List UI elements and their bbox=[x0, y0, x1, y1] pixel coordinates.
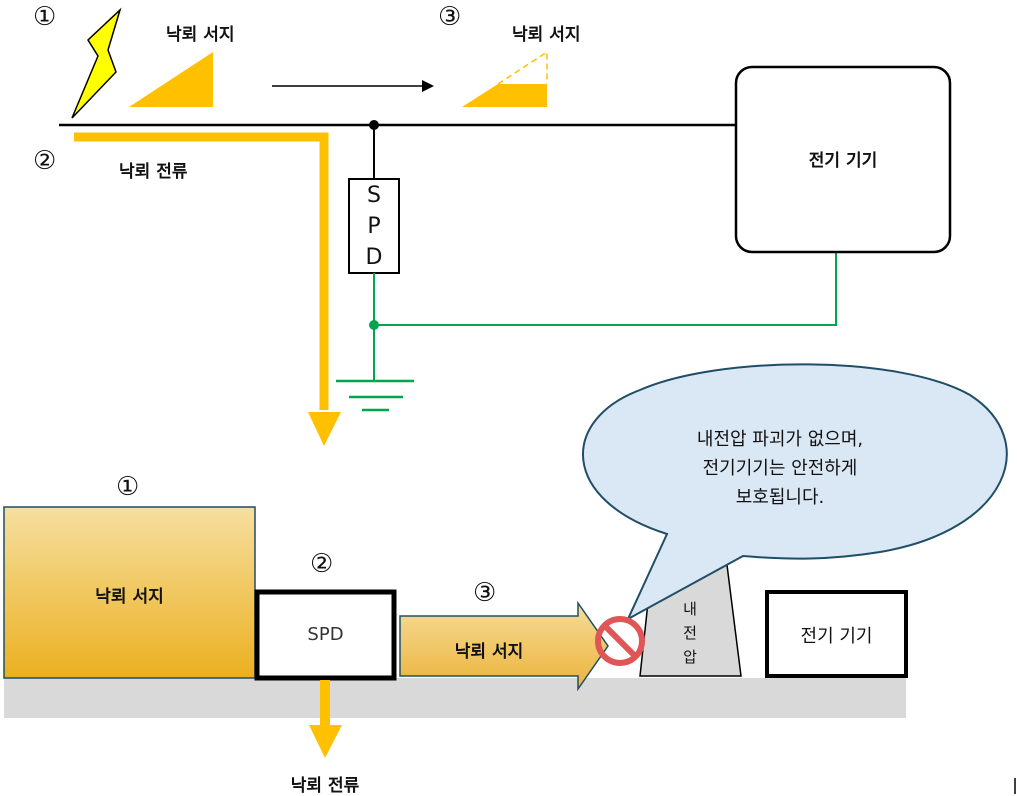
residual-surge-arrow bbox=[399, 600, 609, 692]
speech-line-3: 보호됩니다. bbox=[735, 487, 825, 508]
withstand-letter-2: 전 bbox=[683, 624, 697, 642]
equipment-box bbox=[734, 65, 952, 254]
spd-letter-s: S bbox=[367, 183, 381, 208]
step-marker-1: ① bbox=[33, 2, 57, 32]
speech-bubble bbox=[582, 363, 1008, 622]
lightning-current-path bbox=[74, 132, 329, 410]
residual-surge-label: 낙뢰 서지 bbox=[454, 642, 524, 662]
spd-letter-p: P bbox=[367, 214, 381, 239]
spd-letter-d: D bbox=[365, 245, 383, 270]
withstand-letter-3: 압 bbox=[683, 648, 697, 666]
surge-block bbox=[3, 506, 256, 679]
equipment-block-label: 전기 기기 bbox=[800, 626, 873, 647]
withstand-letter-1: 내 bbox=[683, 600, 697, 618]
surge-waveform-clipped-outline bbox=[497, 50, 548, 85]
equipment-ground-wire bbox=[374, 253, 837, 326]
step-marker-2: ② bbox=[33, 146, 57, 176]
bottom-step-marker-1: ① bbox=[116, 472, 140, 502]
equipment-label: 전기 기기 bbox=[808, 151, 878, 171]
spd-block bbox=[254, 589, 397, 681]
spd-box bbox=[348, 178, 400, 274]
bottom-current-shaft bbox=[320, 680, 330, 728]
lightning-bolt-icon bbox=[71, 7, 122, 119]
lightning-current-arrowhead bbox=[308, 412, 341, 446]
floor-base bbox=[4, 678, 906, 718]
speech-line-1: 내전압 파괴가 없으며, bbox=[696, 429, 864, 450]
withstand-letters: 내 전 압 bbox=[675, 597, 705, 669]
bottom-current-label: 낙뢰 전류 bbox=[290, 776, 360, 796]
bottom-current-arrowhead bbox=[309, 725, 342, 758]
speech-bubble-text: 내전압 파괴가 없으며, 전기기기는 안전하게 보호됩니다. bbox=[640, 425, 920, 512]
bottom-step-marker-3: ③ bbox=[473, 578, 497, 608]
prohibit-icon bbox=[595, 616, 645, 666]
spd-letters: S P D bbox=[349, 180, 399, 273]
surge-waveform-full bbox=[129, 52, 213, 107]
propagation-arrow-head bbox=[422, 80, 434, 92]
surge-label-1: 낙뢰 서지 bbox=[166, 25, 235, 45]
spd-block-label: SPD bbox=[307, 624, 344, 645]
surge-label-3: 낙뢰 서지 bbox=[512, 25, 581, 45]
surge-waveform-reduced bbox=[462, 84, 547, 107]
current-label: 낙뢰 전류 bbox=[119, 162, 188, 182]
step-marker-3: ③ bbox=[438, 2, 462, 32]
equipment-block bbox=[765, 590, 908, 678]
bottom-step-marker-2: ② bbox=[310, 549, 334, 579]
speech-line-2: 전기기기는 안전하게 bbox=[702, 458, 858, 479]
surge-block-label: 낙뢰 서지 bbox=[95, 587, 164, 607]
